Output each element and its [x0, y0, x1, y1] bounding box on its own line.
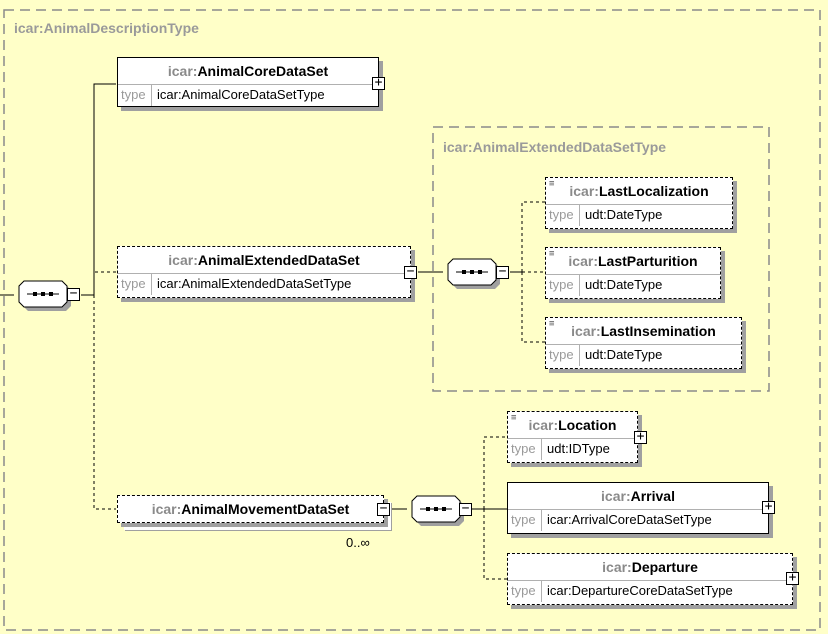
element-name: icar:LastInsemination: [571, 323, 716, 339]
attribute-marker-icon: ≡: [549, 249, 555, 259]
core-expand-toggle[interactable]: +: [372, 76, 385, 90]
extended-type-title: icar:AnimalExtendedDataSetType: [443, 139, 667, 155]
element-name: icar:Location: [528, 417, 617, 433]
movement-collapse-toggle[interactable]: −: [377, 502, 390, 516]
element-name: icar:AnimalMovementDataSet: [151, 501, 350, 517]
sequence-compositor-movement: [411, 495, 464, 526]
sequence-extended-collapse-toggle[interactable]: −: [496, 265, 509, 279]
arrival-expand-toggle[interactable]: +: [762, 500, 775, 514]
sequence-movement-collapse-toggle[interactable]: −: [459, 502, 472, 516]
element-name: icar:Arrival: [601, 488, 675, 504]
attribute-marker-icon: ≡: [549, 179, 555, 189]
sequence-compositor-extended: [447, 258, 500, 289]
element-name: icar:LastLocalization: [569, 183, 709, 199]
element-name: icar:Departure: [602, 559, 698, 575]
extended-group-frame: [432, 126, 770, 392]
location-expand-toggle[interactable]: +: [634, 430, 647, 444]
sequence-compositor-main: [18, 280, 71, 311]
attribute-marker-icon: ≡: [549, 319, 555, 329]
element-name: icar:AnimalExtendedDataSet: [168, 252, 360, 268]
sequence-main-collapse-toggle[interactable]: −: [67, 287, 80, 301]
complex-type-title: icar:AnimalDescriptionType: [14, 20, 199, 36]
extended-collapse-toggle[interactable]: −: [404, 265, 417, 279]
element-name: icar:LastParturition: [568, 253, 698, 269]
cardinality-label: 0..∞: [346, 535, 370, 550]
outer-frame: [3, 9, 821, 631]
element-animal-movement-dataset[interactable]: icar:AnimalMovementDataSet: [117, 495, 384, 523]
attribute-marker-icon: ≡: [511, 413, 517, 423]
departure-expand-toggle[interactable]: +: [786, 571, 799, 585]
element-name: icar:AnimalCoreDataSet: [167, 63, 329, 79]
